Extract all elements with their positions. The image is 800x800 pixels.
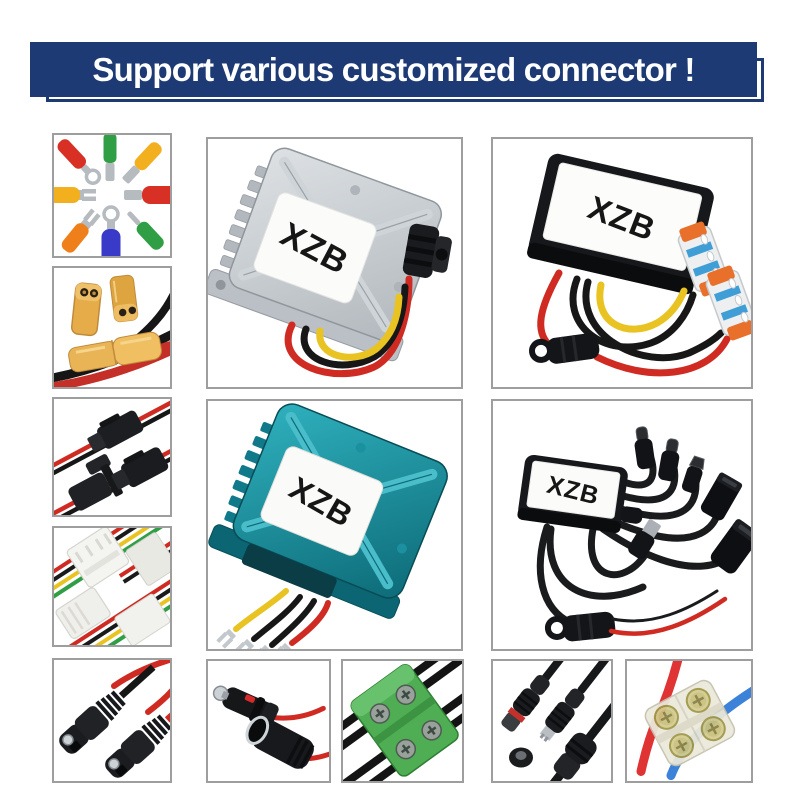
- converter-box: XZB: [527, 153, 727, 295]
- connector-red-ring: [501, 661, 599, 732]
- cigarette-lighter-image: [212, 685, 329, 769]
- jst-group: [54, 528, 170, 645]
- black-converter-usb-image: XZB: [517, 426, 751, 642]
- green-terminal-block-image: [343, 661, 462, 781]
- jst-shell-bottom: [114, 593, 170, 645]
- terminal-red-ring: [57, 139, 102, 185]
- terminal-green-spade: [103, 135, 117, 181]
- tile-black-converter-levers: XZB: [491, 137, 753, 389]
- xt60-plug-standing: [70, 282, 102, 337]
- tile-black-converter-usb: XZB: [491, 399, 753, 651]
- sae-connector-2: [105, 688, 170, 778]
- terminal-blue-ring: [101, 205, 121, 256]
- sm-cap: [85, 454, 111, 475]
- banner: Support various customized connector !: [30, 42, 757, 97]
- fuse-holder: [528, 333, 600, 364]
- terminal-body: [644, 679, 736, 767]
- jst-plug-left: [55, 587, 111, 639]
- output-connector: [402, 223, 452, 278]
- sae-connectors-image: [59, 660, 170, 778]
- tile-sm-connectors: [52, 397, 172, 517]
- xt60-mated-pair: [68, 331, 162, 373]
- sm-group: [54, 399, 170, 515]
- teal-converter-image: XZB: [208, 403, 448, 649]
- wires: [111, 660, 170, 715]
- usb-a-male: [628, 519, 661, 559]
- terminal-yellow-spade: [122, 142, 162, 184]
- tile-jst-connectors: [52, 526, 172, 647]
- silver-converter-image: XZB: [208, 147, 452, 378]
- screws: [369, 684, 442, 760]
- tile-clear-screw-terminal: [625, 659, 753, 783]
- tile-silver-converter: XZB: [206, 137, 463, 389]
- tile-sae-connectors: [52, 658, 172, 783]
- jst-shell-right: [125, 532, 170, 586]
- crimp-terminals-image: [54, 135, 170, 256]
- clear-screw-terminal-image: [636, 661, 751, 780]
- tile-cigarette-lighter: [206, 659, 331, 783]
- tile-crimp-terminals: [52, 133, 172, 258]
- terminal-orange-fork: [61, 208, 101, 253]
- xzb-sticker: [526, 460, 621, 519]
- terminal-yellow-fork: [54, 187, 96, 203]
- jst-connectors-image: [54, 528, 170, 645]
- xt60-connectors-image: [54, 274, 170, 387]
- brass-screws: [653, 687, 726, 759]
- xt60-plug-rear: [109, 274, 139, 323]
- sm-receptacle: [68, 463, 123, 511]
- sm-mated-pair: [87, 410, 144, 452]
- usb-a-female-2: [710, 519, 751, 574]
- wires: [284, 275, 413, 378]
- usb-a-female-1: [700, 472, 743, 521]
- sm-plug: [111, 447, 169, 490]
- bare-wires: [608, 589, 728, 636]
- banner-title: Support various customized connector !: [92, 50, 695, 88]
- terminal-green-pin: [127, 211, 164, 250]
- lever-wire-connector-2: [705, 265, 751, 341]
- usb-c-plug-1: [634, 426, 656, 470]
- usb-c-plug-2: [658, 438, 680, 482]
- micro-usb-plug: [681, 455, 705, 494]
- tile-green-terminal-block: [341, 659, 464, 783]
- connector-male-pins: [539, 661, 611, 742]
- tile-teal-converter: XZB: [206, 399, 463, 651]
- sm-connectors-image: [54, 399, 170, 515]
- xzb-sticker: [253, 192, 377, 304]
- converter-box: XZB: [517, 454, 643, 533]
- sae-connector-1: [59, 664, 156, 754]
- wires: [233, 588, 331, 648]
- connector-mated: [527, 661, 611, 781]
- sealing-nut: [509, 747, 533, 768]
- xzb-sticker: [260, 446, 384, 556]
- converter-body: XZB: [208, 403, 448, 619]
- lighter-socket: [245, 715, 329, 769]
- tile-waterproof-connectors: [491, 659, 613, 783]
- terminal-group: [343, 661, 462, 781]
- fuse-holder: [544, 611, 616, 642]
- tile-xt60-connectors: [52, 266, 172, 389]
- black-converter-levers-image: XZB: [527, 153, 751, 377]
- terminal-red-spade: [124, 186, 170, 204]
- fork-terminals: [216, 628, 293, 649]
- jst-housing-large: [66, 528, 130, 588]
- waterproof-connectors-image: [501, 661, 611, 781]
